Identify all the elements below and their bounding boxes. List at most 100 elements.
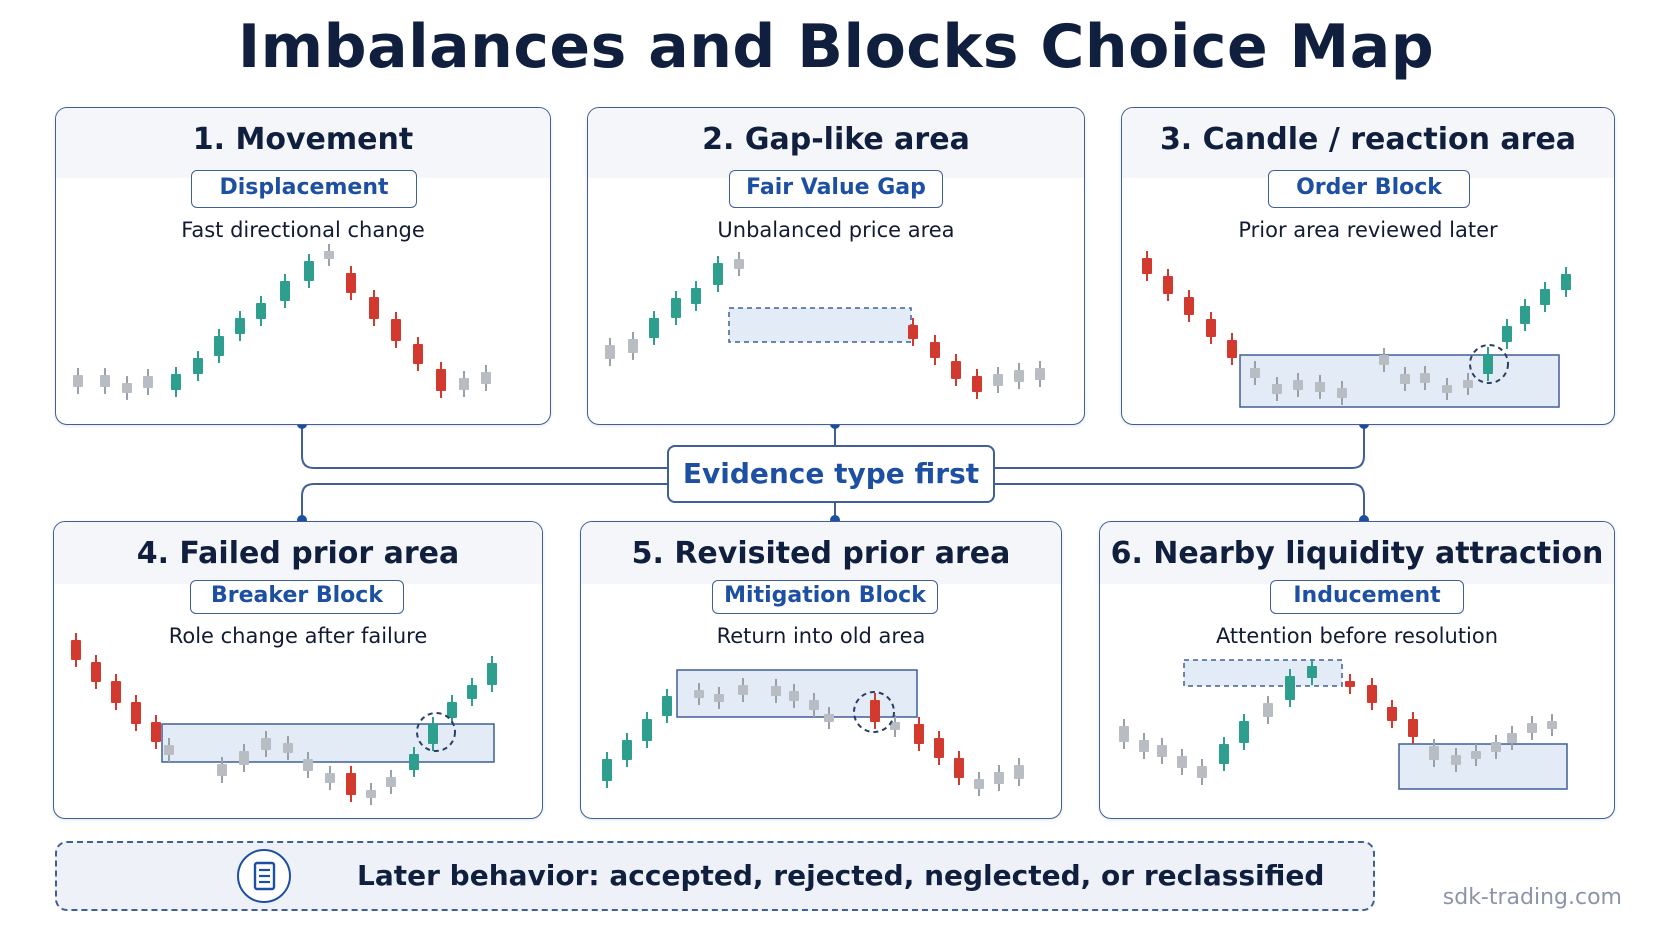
candle	[662, 696, 672, 716]
candle	[824, 714, 834, 722]
candle	[622, 740, 632, 760]
candle	[1142, 258, 1152, 274]
candle	[73, 375, 83, 387]
candle	[1400, 374, 1410, 384]
panel-movement: 1. Movement Displacement Fast directiona…	[55, 107, 551, 425]
panel-header	[588, 108, 1084, 178]
panel-gap-like-area: 2. Gap-like area Fair Value Gap Unbalanc…	[587, 107, 1085, 425]
candle	[934, 738, 944, 758]
candle	[642, 719, 652, 741]
candlestick-chart	[1142, 251, 1571, 408]
candle	[303, 759, 313, 771]
candle	[325, 773, 335, 783]
brand-watermark[interactable]: sdk-trading.com	[1442, 885, 1622, 910]
candle	[771, 686, 781, 696]
panel-title: 1. Movement	[192, 122, 414, 157]
block-zone	[1398, 743, 1568, 790]
panel-header	[1122, 108, 1614, 178]
block-zone	[1239, 354, 1560, 408]
candle	[217, 764, 227, 776]
candle	[283, 743, 293, 753]
candle	[1219, 744, 1229, 764]
panel-header	[581, 522, 1061, 584]
candle	[734, 259, 744, 269]
candle	[164, 745, 174, 755]
candle	[1502, 326, 1512, 342]
panel-badge: Order Block	[1268, 170, 1470, 208]
candle	[1035, 368, 1045, 380]
candle	[890, 722, 900, 730]
panel-badge: Inducement	[1270, 580, 1464, 614]
candle	[386, 777, 396, 787]
panel-description: Prior area reviewed later	[1238, 218, 1498, 242]
candle	[100, 375, 110, 387]
candle	[1206, 319, 1216, 337]
candle	[789, 691, 799, 701]
candle	[628, 339, 638, 353]
candle	[671, 298, 681, 318]
panel-title: 2. Gap-like area	[702, 122, 970, 157]
candle	[1345, 681, 1355, 687]
candle	[691, 288, 701, 304]
candle	[481, 372, 491, 384]
candle	[171, 374, 181, 390]
candle	[605, 345, 615, 359]
candlestick-chart	[605, 252, 1045, 399]
candle	[131, 702, 141, 724]
panel-description: Role change after failure	[168, 624, 428, 648]
candle	[487, 663, 497, 685]
footer-note: Later behavior: accepted, rejected, negl…	[55, 841, 1375, 911]
candle	[951, 361, 961, 379]
panel-nearby-liquidity-attraction: 6. Nearby liquidity attraction Inducemen…	[1099, 521, 1615, 819]
highlight-ring	[853, 691, 895, 733]
candle	[994, 772, 1004, 784]
candle	[974, 779, 984, 789]
candle	[1239, 721, 1249, 743]
candle	[447, 702, 457, 718]
page-title: Imbalances and Blocks Choice Map	[237, 12, 1435, 82]
candle	[391, 319, 401, 341]
candle	[1367, 685, 1377, 703]
panel-description: Return into old area	[716, 624, 926, 648]
candle	[409, 754, 419, 770]
candle	[1420, 373, 1430, 383]
candle	[1197, 766, 1207, 778]
panel-candle-reaction-area: 3. Candle / reaction area Order Block Pr…	[1121, 107, 1615, 425]
candle	[91, 662, 101, 682]
candle	[930, 342, 940, 358]
footer-text: Later behavior: accepted, rejected, negl…	[357, 859, 1325, 892]
highlight-ring	[1469, 344, 1509, 384]
candle	[649, 318, 659, 338]
candle	[1139, 740, 1149, 752]
candle	[713, 263, 723, 285]
document-icon	[237, 849, 291, 903]
panel-header	[56, 108, 550, 178]
candle	[1272, 384, 1282, 394]
candle	[1163, 276, 1173, 294]
panel-badge: Displacement	[191, 170, 417, 208]
candle	[1285, 676, 1295, 700]
candle	[239, 751, 249, 765]
candle	[1483, 354, 1493, 374]
candle	[1014, 370, 1024, 382]
panel-title: 3. Candle / reaction area	[1159, 122, 1577, 157]
candle	[467, 685, 477, 699]
panel-badge: Fair Value Gap	[729, 170, 943, 208]
candlestick-chart	[1119, 659, 1568, 790]
panel-header	[1100, 522, 1614, 584]
candle	[1527, 723, 1537, 733]
candle	[1227, 340, 1237, 358]
candle	[214, 336, 224, 356]
panel-title: 4. Failed prior area	[136, 536, 460, 571]
candle	[1442, 385, 1452, 393]
candle	[1540, 289, 1550, 305]
candle	[1561, 274, 1571, 290]
panel-badge: Mitigation Block	[712, 580, 938, 614]
candle	[413, 344, 423, 364]
candle	[714, 694, 724, 702]
candle	[122, 383, 132, 393]
candle	[1250, 368, 1260, 378]
candle	[1263, 703, 1273, 717]
candle	[1451, 755, 1461, 765]
candle	[993, 374, 1003, 386]
